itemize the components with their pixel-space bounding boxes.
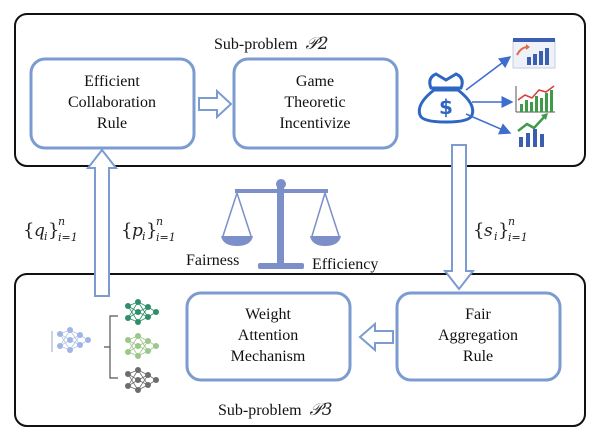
svg-text:}: } — [146, 220, 157, 241]
svg-text:n: n — [58, 215, 65, 228]
subproblem-p2-panel — [14, 13, 586, 167]
client-model-gray-icon — [125, 367, 159, 393]
weight-attention-line2: Attention — [238, 327, 298, 344]
money-arrow-1 — [465, 56, 512, 91]
efficient-collaboration-line1: Efficient — [84, 73, 140, 90]
bar-line-chart-icon — [515, 85, 555, 113]
money-bag-icon: $ — [417, 72, 475, 124]
game-theoretic-incentivize-box: Game Theoretic Incentivize — [232, 57, 399, 150]
label-q-set: { q i } n i=1 — [23, 215, 78, 244]
efficiency-label: Efficiency — [312, 256, 378, 273]
svg-text:i: i — [142, 230, 146, 243]
client-bracket — [104, 315, 118, 379]
bar-chart-dashboard-icon — [512, 38, 556, 69]
svg-text:}: } — [498, 220, 509, 241]
svg-text:n: n — [156, 215, 163, 228]
svg-text:p: p — [132, 221, 143, 241]
label-p-set: { p i } n i=1 — [121, 215, 176, 244]
subproblem-p3-panel — [14, 273, 586, 427]
growth-chart-icon — [517, 113, 548, 147]
svg-text:$: $ — [439, 95, 453, 119]
game-theoretic-line1: Game — [296, 73, 334, 90]
svg-text:}: } — [48, 220, 59, 241]
svg-text:i: i — [494, 230, 498, 243]
fairness-label: Fairness — [186, 252, 239, 269]
svg-text:s: s — [484, 221, 493, 241]
svg-text:n: n — [508, 215, 515, 228]
balance-scale-icon — [221, 179, 341, 269]
arrow-fair-to-weight — [358, 321, 394, 353]
client-model-green-icon — [125, 299, 159, 325]
fair-aggregation-line3: Rule — [463, 348, 493, 365]
subproblem-p2-title: Sub-problem 𝒫2 — [214, 34, 329, 54]
client-model-lightgreen-icon — [125, 333, 159, 359]
svg-text:i=1: i=1 — [58, 231, 78, 244]
arrow-up-to-collab — [85, 148, 119, 297]
svg-text:{: { — [473, 220, 484, 241]
money-arrow-3 — [465, 113, 512, 135]
fair-aggregation-line1: Fair — [465, 306, 491, 323]
fair-aggregation-line2: Aggregation — [438, 327, 518, 344]
svg-text:i=1: i=1 — [508, 231, 528, 244]
svg-text:{: { — [23, 220, 34, 241]
svg-text:i=1: i=1 — [156, 231, 176, 244]
label-s-set: { s i } n i=1 — [473, 215, 528, 244]
efficient-collaboration-line3: Rule — [97, 115, 127, 132]
efficient-collaboration-line2: Collaboration — [68, 94, 156, 111]
weight-attention-line1: Weight — [245, 306, 291, 323]
subproblem-p3-title: Sub-problem 𝒫3 — [218, 400, 333, 420]
weight-attention-line3: Mechanism — [231, 348, 306, 365]
arrow-collab-to-game — [198, 88, 233, 120]
svg-text:{: { — [121, 220, 132, 241]
weight-attention-mechanism-box: Weight Attention Mechanism — [185, 291, 352, 382]
efficient-collaboration-rule-box: Efficient Collaboration Rule — [29, 57, 196, 150]
game-theoretic-line3: Incentivize — [279, 115, 350, 132]
svg-text:q: q — [34, 221, 45, 241]
game-theoretic-line2: Theoretic — [284, 94, 345, 111]
global-model-network-icon — [51, 327, 91, 353]
svg-text:i: i — [44, 230, 48, 243]
fair-aggregation-rule-box: Fair Aggregation Rule — [395, 291, 562, 382]
arrow-down-to-fair — [442, 144, 476, 291]
